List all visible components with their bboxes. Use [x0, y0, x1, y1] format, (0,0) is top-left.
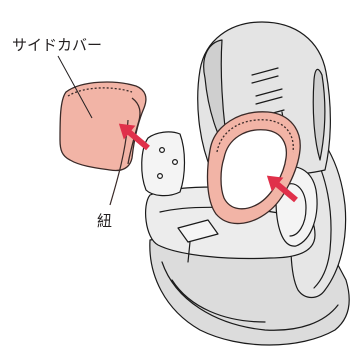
left-panel-hole — [173, 160, 178, 165]
string-label: 紐 — [97, 212, 112, 230]
left-panel-hole — [158, 174, 163, 179]
seat-left-panel — [142, 132, 185, 196]
left-panel-hole — [160, 148, 165, 153]
side-cover-label: サイドカバー — [12, 36, 102, 54]
